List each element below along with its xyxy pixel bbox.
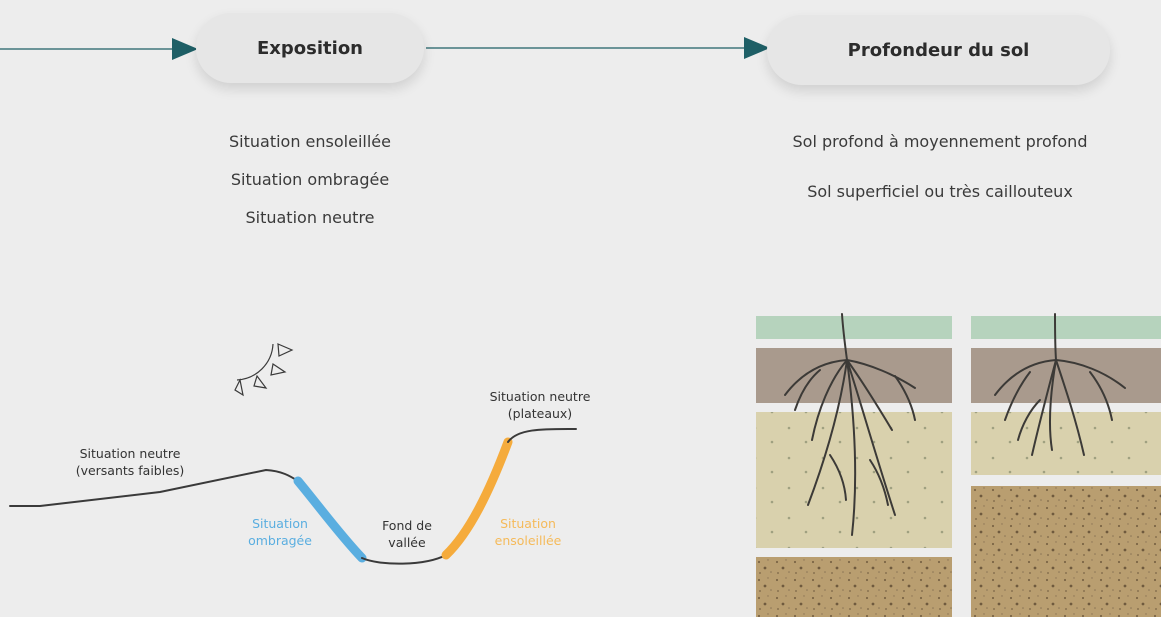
profondeur-options: Sol profond à moyennement profond Sol su… (735, 130, 1145, 230)
topsoil-layer (756, 348, 952, 403)
exposition-title: Exposition (257, 37, 363, 59)
roots-icon (784, 313, 916, 536)
exposition-options: Situation ensoleillée Situation ombragée… (160, 130, 460, 244)
soil-profile-deep (756, 313, 952, 617)
profondeur-title: Profondeur du sol (847, 39, 1030, 61)
arrow-head-icon (172, 38, 198, 60)
label-neutre-plateaux: Situation neutre (plateaux) (489, 389, 591, 421)
grass-layer (971, 316, 1161, 339)
exposition-heading: Exposition (196, 13, 424, 83)
label-ensoleillee: Situation ensoleillée (494, 516, 562, 548)
grass-layer (756, 316, 952, 339)
profondeur-heading: Profondeur du sol (767, 15, 1110, 85)
profondeur-option: Sol profond à moyennement profond (792, 132, 1088, 151)
soil-profile-shallow (971, 313, 1161, 617)
roots-icon (994, 313, 1126, 456)
sun-icon (234, 343, 294, 397)
flow-arrows (0, 37, 770, 60)
label-fond-vallee: Fond de vallée (382, 518, 432, 550)
profondeur-option: Sol superficiel ou très caillouteux (807, 182, 1073, 201)
arrow-head-icon (744, 37, 770, 59)
exposition-option: Situation neutre (245, 208, 375, 227)
exposition-option: Situation ensoleillée (229, 132, 391, 151)
label-neutre-versants: Situation neutre (versants faibles) (75, 446, 185, 478)
label-ombragee: Situation ombragée (248, 516, 312, 548)
valley-profile (9, 427, 577, 565)
exposition-option: Situation ombragée (230, 170, 390, 189)
topsoil-layer (971, 348, 1161, 403)
